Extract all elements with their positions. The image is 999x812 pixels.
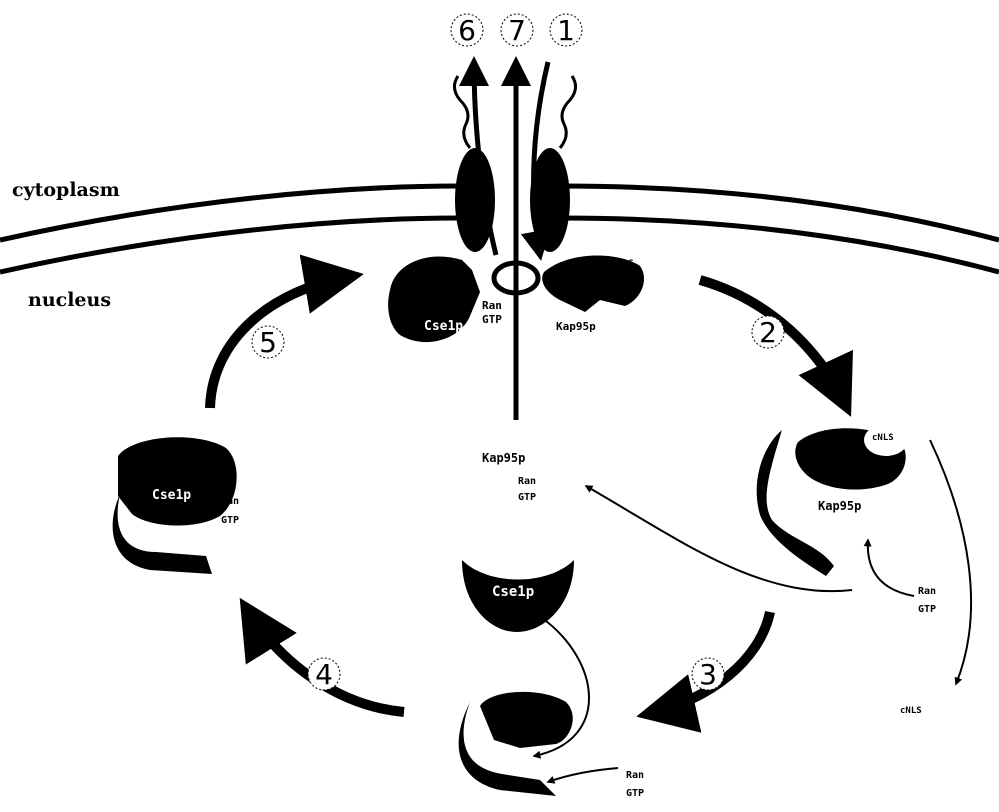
center-gtp-label: GTP [518, 492, 536, 503]
svg-text:cNLS: cNLS [872, 433, 894, 443]
thin-arrows [534, 440, 971, 782]
svg-text:2: 2 [759, 316, 777, 349]
svg-text:1: 1 [557, 14, 575, 47]
step-badge-3: 3 [692, 658, 724, 691]
nucleus-label: nucleus [28, 289, 111, 311]
docked-kap95p: cNLS Kap95p [542, 255, 644, 333]
svg-text:Cse1p: Cse1p [424, 319, 463, 334]
step-badge-4: 4 [308, 658, 340, 691]
right-kap95p-complex: cNLS Kap95p [757, 424, 908, 576]
step-badge-7: 7 [501, 14, 533, 47]
nuclear-envelope [0, 186, 999, 272]
gtp-label-right: GTP [918, 604, 936, 615]
svg-text:cNLS: cNLS [612, 259, 634, 269]
svg-text:5: 5 [259, 326, 277, 359]
svg-text:GTP: GTP [221, 515, 239, 526]
svg-text:Kap95p: Kap95p [556, 320, 596, 333]
svg-text:7: 7 [508, 14, 526, 47]
center-ran-label: Ran [518, 476, 536, 487]
svg-text:Ran: Ran [221, 496, 239, 507]
ran-label-bottom: Ran [626, 770, 644, 781]
svg-text:GTP: GTP [482, 313, 502, 326]
svg-text:Kap95p: Kap95p [818, 499, 861, 513]
step-badge-2: 2 [752, 316, 784, 349]
svg-text:3: 3 [699, 658, 717, 691]
ran-label-right: Ran [918, 586, 936, 597]
free-cse1p: Cse1p [462, 560, 574, 632]
step-badge-5: 5 [252, 326, 284, 359]
cnls-label-released: cNLS [900, 706, 922, 716]
docked-cse1p: Cse1p Ran GTP [388, 257, 502, 343]
left-cse1p-complex: Cse1p Ran GTP [113, 437, 239, 574]
svg-text:4: 4 [315, 658, 333, 691]
step-badge-6: 6 [451, 14, 483, 47]
svg-text:Ran: Ran [482, 299, 502, 312]
svg-text:6: 6 [458, 14, 476, 47]
step-badge-1: 1 [550, 14, 582, 47]
svg-text:Cse1p: Cse1p [492, 584, 534, 600]
center-kap95p-label: Kap95p [482, 451, 525, 465]
gtp-label-bottom: GTP [626, 788, 644, 799]
svg-text:Cse1p: Cse1p [152, 488, 191, 503]
cytoplasm-label: cytoplasm [12, 179, 120, 201]
